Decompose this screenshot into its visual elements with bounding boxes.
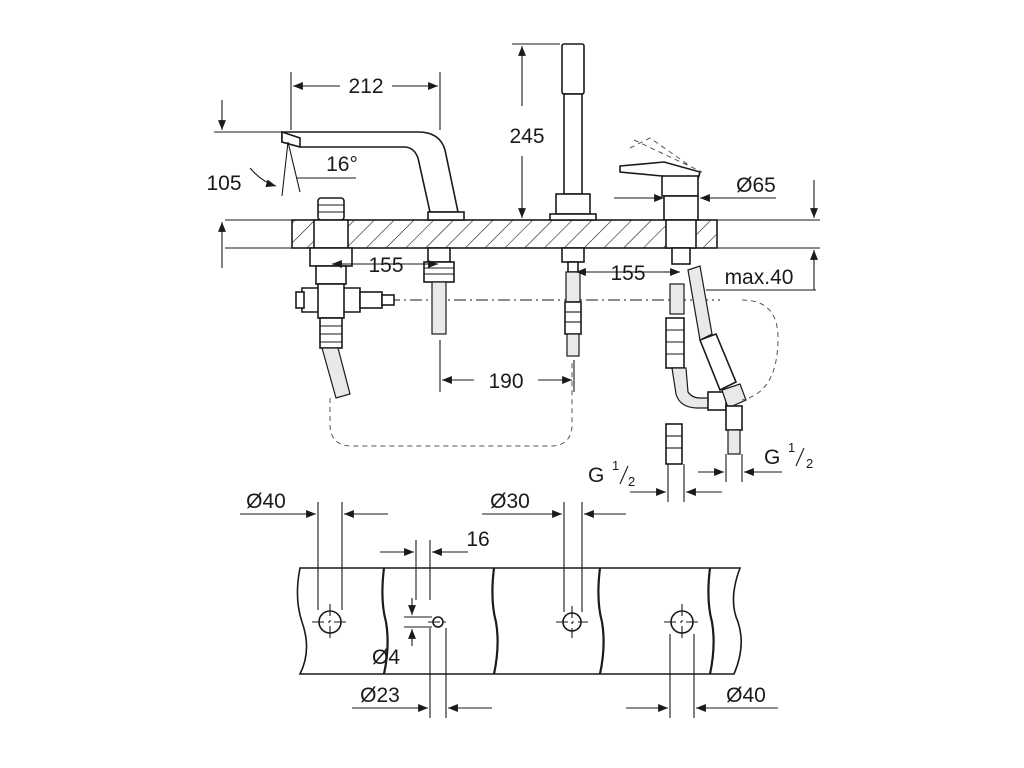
dim-center-spacing-label: 190 [488,370,523,393]
dim-connection-right: G 1 2 [698,440,813,482]
hole-1 [312,604,348,640]
section-breaks [381,567,715,675]
side-view: 212 105 16° 245 Ø65 [206,43,820,502]
dim-small-hole-offset-label: 16 [466,528,489,551]
dim-deck-thickness-label: max.40 [725,266,794,289]
dim-small-hole-diameter-label: Ø4 [372,646,400,669]
dim-handshower-height: 245 [509,43,560,218]
hose-loop-right [741,299,779,401]
dim-small-hole-offset: 16 [380,528,490,600]
dim-small-hole-diameter: Ø4 [372,598,432,669]
deck-section [291,219,718,249]
dim-hole-1: Ø40 [240,490,388,610]
dim-small-hole-outer: Ø23 [352,628,492,718]
drilling-template: Ø40 Ø30 16 Ø4 [240,490,778,718]
connection-right-prefix: G [764,446,780,469]
connection-right-den: 2 [806,456,813,471]
deck-plate [296,567,742,675]
dim-right-spacing-label: 155 [610,262,645,285]
connection-right-num: 1 [788,440,795,455]
dim-hole-1-label: Ø40 [246,490,286,513]
dim-hole-3: Ø40 [626,634,778,718]
dim-hole-2-label: Ø30 [490,490,530,513]
single-lever-mixer [619,137,747,465]
dim-right-spacing: 155 [576,262,680,285]
dim-handshower-height-label: 245 [509,125,544,148]
dim-spout-angle-label: 16° [326,153,358,176]
dim-lever-diameter: Ø65 [614,174,776,202]
dim-lever-diameter-label: Ø65 [736,174,776,197]
hole-3 [664,604,700,640]
dim-spout-reach: 212 [290,72,441,130]
hole-2 [556,606,588,638]
dim-spout-height: 105 [206,100,282,268]
hole-small [428,616,450,628]
connection-left-den: 2 [628,474,635,489]
dim-deck-thickness: max.40 [706,180,818,291]
dim-left-spacing-label: 155 [368,254,403,277]
dim-spout-angle: 16° [249,141,358,197]
dim-spout-height-label: 105 [206,172,241,195]
diverter-valve [295,197,395,399]
connection-left-num: 1 [612,458,619,473]
spout [281,130,465,335]
dim-center-spacing: 190 [439,340,575,393]
dim-spout-reach-label: 212 [348,75,383,98]
dim-connection-left: G 1 2 [588,458,722,502]
dim-small-hole-outer-label: Ø23 [360,684,400,707]
dim-left-spacing: 155 [332,254,438,277]
connection-left-prefix: G [588,464,604,487]
hose-loop-left [329,360,573,447]
dim-hole-3-label: Ø40 [726,684,766,707]
dim-hole-2: Ø30 [482,490,626,612]
hand-shower [549,43,597,357]
